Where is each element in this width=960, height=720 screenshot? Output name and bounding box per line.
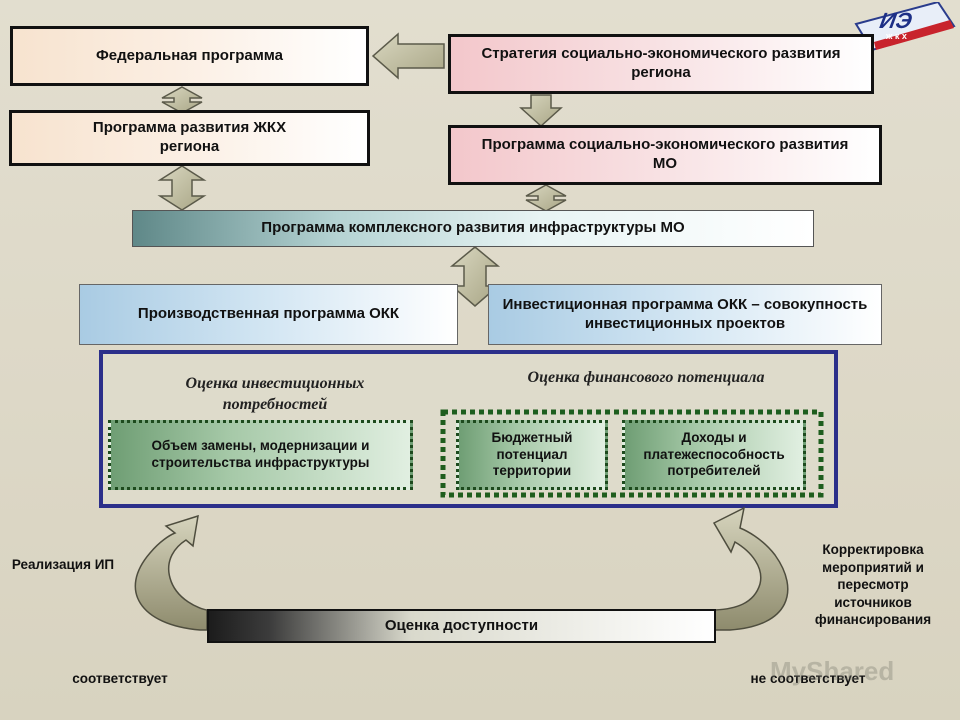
housing-program-box: Программа развития ЖКХ региона (9, 110, 370, 166)
arrow-strategy-to-mo (519, 94, 563, 128)
budget-potential-box: Бюджетный потенциал территории (456, 420, 608, 490)
investment-program-label: Инвестиционная программа ОКК – совокупно… (502, 295, 868, 332)
investment-needs-heading: Оценка инвестиционных потребностей (185, 375, 365, 413)
right-curved-arrow (712, 506, 789, 631)
financial-potential-heading: Оценка финансового потенциала (527, 369, 765, 386)
watermark: MyShared (770, 656, 895, 686)
investment-program-box: Инвестиционная программа ОКК – совокупно… (488, 284, 882, 345)
volume-label: Объем замены, модернизации и строительст… (151, 438, 370, 470)
financial-group-frame (440, 409, 824, 498)
left-curved-arrow (134, 514, 208, 631)
arrow-housing-infrastructure (157, 165, 207, 211)
budget-potential-label: Бюджетный потенциал территории (491, 429, 573, 479)
infrastructure-program-box: Программа комплексного развития инфрастр… (132, 210, 814, 247)
accessibility-box: Оценка доступности (207, 609, 716, 643)
mo-program-box: Программа социально-экономического разви… (448, 125, 882, 185)
accessibility-label: Оценка доступности (384, 616, 539, 634)
infrastructure-program-label: Программа комплексного развития инфрастр… (261, 219, 685, 237)
strategy-label: Стратегия социально-экономического разви… (481, 45, 841, 81)
income-box: Доходы и платежеспособность потребителей (622, 420, 806, 490)
strategy-box: Стратегия социально-экономического разви… (448, 34, 874, 94)
arrow-mo-infrastructure (525, 184, 567, 212)
correction-label: Корректировка мероприятий и пересмотр ис… (814, 542, 932, 628)
logo: ИЭ ж к х (846, 2, 956, 52)
implementation-label: Реализация ИП (11, 557, 115, 572)
mo-program-label: Программа социально-экономического разви… (481, 136, 849, 172)
matches-label: соответствует (72, 671, 168, 686)
housing-program-label: Программа развития ЖКХ региона (92, 119, 287, 155)
income-label: Доходы и платежеспособность потребителей (643, 429, 785, 479)
production-program-label: Производственная программа ОКК (137, 305, 400, 323)
arrow-strategy-to-federal (371, 32, 445, 80)
federal-program-label: Федеральная программа (95, 46, 284, 64)
logo-subtext: ж к х (886, 31, 907, 41)
volume-box: Объем замены, модернизации и строительст… (108, 420, 413, 490)
not-matches-label: не соответствует (750, 671, 866, 686)
production-program-box: Производственная программа ОКК (79, 284, 458, 345)
federal-program-box: Федеральная программа (10, 26, 369, 86)
arrow-infrastructure-investment (449, 246, 501, 307)
